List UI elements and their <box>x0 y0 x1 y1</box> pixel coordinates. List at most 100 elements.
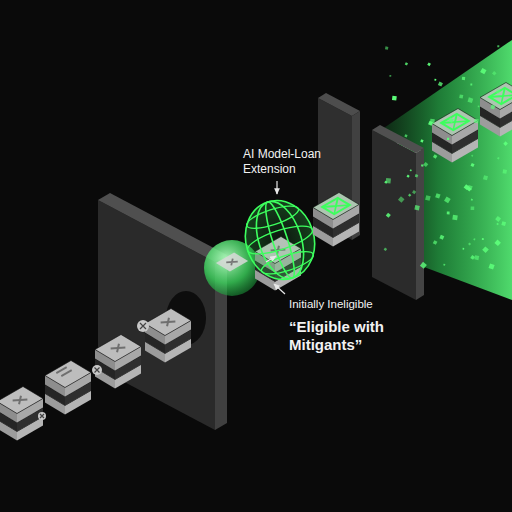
sphere-fill <box>235 191 324 288</box>
particle <box>452 215 457 220</box>
leader-arrow <box>276 181 277 194</box>
sphere-latitude <box>245 220 316 259</box>
block-top <box>480 83 512 110</box>
particle <box>496 89 501 94</box>
particle <box>462 77 465 80</box>
green-glow <box>313 193 359 220</box>
particle <box>433 154 437 158</box>
particle <box>421 164 424 167</box>
block-top <box>145 309 191 336</box>
particle <box>501 221 506 226</box>
particle <box>495 216 501 222</box>
outcome-label: “Eligible with Mitigants” <box>289 318 424 354</box>
reject-badge <box>92 365 102 375</box>
particle <box>415 174 418 177</box>
loan-stack <box>432 109 478 163</box>
green-glow <box>480 83 512 110</box>
leader-arrow <box>274 284 285 294</box>
particle <box>471 199 473 201</box>
particle <box>448 117 453 122</box>
block-top <box>0 387 43 414</box>
particle <box>474 255 479 260</box>
green-particles <box>384 45 508 269</box>
particle <box>423 162 428 167</box>
reject-badge <box>137 320 149 332</box>
badge-circle <box>137 320 149 332</box>
loan-stack <box>45 361 91 415</box>
badge-x <box>95 368 100 373</box>
loan-stack <box>0 387 43 441</box>
particle <box>497 45 499 47</box>
particle <box>427 62 431 66</box>
particle <box>468 243 471 246</box>
particle <box>496 223 499 226</box>
badge-x <box>40 414 44 418</box>
particle <box>471 163 475 167</box>
particle <box>490 105 495 110</box>
particle <box>404 134 407 137</box>
wireframe-sphere <box>235 191 324 288</box>
particle <box>471 206 475 210</box>
block-icon <box>161 318 176 327</box>
particle <box>468 97 474 103</box>
particle <box>410 169 412 171</box>
particle <box>420 139 423 142</box>
particle <box>438 82 443 87</box>
block-top <box>95 335 141 362</box>
particle <box>434 79 436 81</box>
particle <box>482 238 484 240</box>
gate-wall <box>372 125 424 153</box>
equal-mark <box>56 367 66 373</box>
badge-circle <box>38 412 46 420</box>
badge-x <box>140 323 146 329</box>
particle <box>386 213 391 218</box>
particle <box>494 240 501 247</box>
particle <box>497 157 500 160</box>
x-mark <box>167 318 169 327</box>
sphere-arrow <box>266 256 276 262</box>
particle <box>443 264 445 266</box>
particle <box>464 184 470 190</box>
particle <box>503 169 507 173</box>
particle <box>471 155 473 157</box>
gate-wall <box>372 130 416 300</box>
particle <box>392 96 397 101</box>
particle <box>439 235 444 240</box>
particle <box>389 75 391 77</box>
particle <box>473 238 475 240</box>
loan-stack <box>313 193 359 247</box>
status-label: Initially Ineligible <box>289 297 373 311</box>
particle <box>435 193 440 198</box>
loan-stack <box>95 335 141 389</box>
particle <box>428 121 433 126</box>
block-top <box>45 361 91 388</box>
particle <box>444 197 451 204</box>
x-mark <box>19 396 21 405</box>
particle <box>489 263 495 269</box>
reject-badge <box>38 412 46 420</box>
block-icon <box>111 344 126 353</box>
particle <box>480 68 486 74</box>
particle <box>503 141 508 146</box>
particle <box>459 94 463 98</box>
particle <box>478 106 480 108</box>
gate-wall <box>416 148 424 300</box>
particle <box>414 205 419 210</box>
particle <box>405 62 408 65</box>
particle <box>412 190 416 194</box>
particle <box>462 248 464 250</box>
particle <box>384 248 387 251</box>
particle <box>447 138 449 140</box>
particle <box>385 46 388 49</box>
particle <box>420 262 427 269</box>
sphere-meridian <box>235 191 324 288</box>
particle <box>470 255 475 260</box>
particle <box>483 175 488 180</box>
bubble-block <box>216 253 248 272</box>
x-mark <box>117 344 119 353</box>
sphere-latitude <box>259 247 315 278</box>
block-top <box>432 109 478 136</box>
badge-circle <box>92 365 102 375</box>
